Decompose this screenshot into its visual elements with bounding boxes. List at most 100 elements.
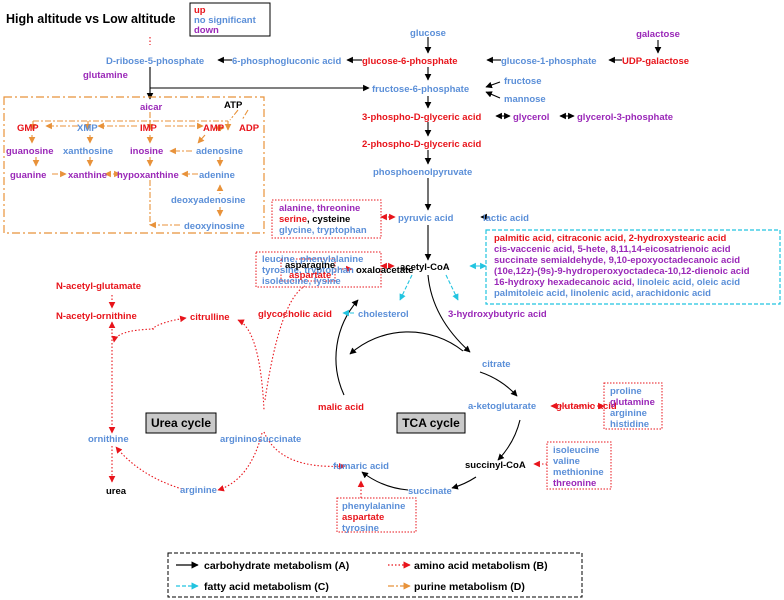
node-citrulline: citrulline: [190, 312, 230, 323]
box-fatty-line6: palmitoleic acid, linolenic acid, arachi…: [494, 288, 711, 299]
purine-aicar: aicar: [140, 102, 162, 113]
legend-carb: carbohydrate metabolism (A): [204, 560, 349, 572]
node-glycocholic: glycocholic acid: [258, 309, 332, 320]
node-glucose: glucose: [410, 28, 446, 39]
node-malic: malic acid: [318, 402, 364, 413]
node-citrate: citrate: [482, 359, 511, 370]
node-glutamic: glutamic acid: [556, 401, 617, 412]
amino-boxes: [255, 199, 663, 533]
purine-inosine: inosine: [130, 146, 163, 157]
box-aa-succoa: [546, 441, 612, 490]
box-aa-acetyl-line3: isoleucine, lysine: [262, 276, 341, 287]
legend-purine: purine metabolism (D): [414, 581, 525, 593]
node-2pga: 2-phospho-D-glyceric acid: [362, 139, 481, 150]
node-nag: N-acetyl-glutamate: [56, 281, 141, 292]
box-aa-akg-line1: proline: [610, 386, 642, 397]
node-glycerol: glycerol: [513, 112, 549, 123]
node-r5p: D-ribose-5-phosphate: [106, 56, 204, 67]
node-oxaloacetate: oxaloacetate: [356, 265, 414, 276]
node-cholesterol: cholesterol: [358, 309, 409, 320]
purine-deoxyinosine: deoxyinosine: [184, 221, 245, 232]
box-aa-pyruvate: [271, 199, 382, 239]
legend-fatty: fatty acid metabolism (C): [204, 581, 329, 593]
purine-deoxyadenosine: deoxyadenosine: [171, 195, 245, 206]
box-aa-succoa-line1: isoleucine: [553, 445, 599, 456]
box-fatty-line4: (10e,12z)-(9s)-9-hydroperoxyoctadeca-10,…: [494, 266, 750, 277]
node-fructose: fructose: [504, 76, 541, 87]
node-6pga: 6-phosphogluconic acid: [232, 56, 341, 67]
box-aa-pyruvate-line2: serine, cysteine: [279, 214, 350, 225]
diagram-title: High altitude vs Low altitude: [6, 12, 176, 26]
box-aa-fumaric-line3: tyrosine: [342, 523, 379, 534]
box-aa-fumaric-line2: aspartate: [342, 512, 384, 523]
purine-guanosine: guanosine: [6, 146, 54, 157]
node-g3p: glycerol-3-phosphate: [577, 112, 673, 123]
box-aa-acetyl: [255, 251, 382, 288]
urea-cycle-box: [145, 412, 217, 434]
box-fatty-line2: cis-vaccenic acid, 5-hete, 8,11,14-eicos…: [494, 244, 731, 255]
purine-xmp: XMP: [77, 123, 98, 134]
box-aa-fumaric-line1: phenylalanine: [342, 501, 405, 512]
purine-hypoxanthine: hypoxanthine: [117, 170, 179, 181]
purine-xanthosine: xanthosine: [63, 146, 113, 157]
purine-xanthine: xanthine: [68, 170, 107, 181]
legend-box: [167, 552, 583, 598]
node-nao: N-acetyl-ornithine: [56, 311, 137, 322]
box-aa-oxalo: [280, 258, 336, 282]
node-fumaric: fumaric acid: [333, 461, 389, 472]
node-pyruvic: pyruvic acid: [398, 213, 454, 224]
key-box: [189, 2, 271, 37]
purine-box: [3, 96, 265, 234]
purine-atp: ATP: [224, 100, 243, 111]
node-ornithine: ornithine: [88, 434, 129, 445]
urea-cycle-label: Urea cycle: [151, 416, 211, 430]
node-acetylcoa: acetyl-CoA: [400, 262, 450, 273]
box-aa-oxalo-line2: aspartate: [289, 270, 331, 281]
tca-cycle-label: TCA cycle: [402, 416, 460, 430]
purine-adenine: adenine: [199, 170, 235, 181]
box-fatty-line5: 16-hydroxy hexadecanoic acid, linoleic a…: [494, 277, 740, 288]
key-up: up: [194, 5, 206, 16]
box-aa-akg-line4: histidine: [610, 419, 649, 430]
purine-amp: AMP: [203, 123, 225, 134]
fatty-arrows: [342, 262, 487, 317]
node-argsucc: argininosuccinate: [220, 434, 301, 445]
node-udpgal: UDP-galactose: [622, 56, 689, 67]
key-down: down: [194, 25, 219, 36]
box-aa-oxalo-line1: asparagine: [285, 260, 335, 271]
purine-guanine: guanine: [10, 170, 46, 181]
node-3pga: 3-phospho-D-glyceric acid: [362, 112, 481, 123]
box-aa-fumaric: [336, 497, 417, 533]
box-aa-akg-line2: glutamine: [610, 397, 655, 408]
node-arginine: arginine: [180, 485, 217, 496]
box-aa-succoa-line2: valine: [553, 456, 580, 467]
node-mannose: mannose: [504, 94, 546, 105]
node-urea: urea: [106, 486, 127, 497]
box-aa-pyruvate-line1: alanine, threonine: [279, 203, 360, 214]
node-succinate: succinate: [408, 486, 452, 497]
tca-cycle-box: [396, 412, 466, 434]
node-lactic: lactic acid: [483, 213, 529, 224]
node-akg: a-ketoglutarate: [468, 401, 536, 412]
legend-amino: amino acid metabolism (B): [414, 560, 548, 572]
carb-arrows: [146, 37, 662, 491]
purine-gmp: GMP: [17, 123, 39, 134]
node-g6p: glucose-6-phosphate: [362, 56, 458, 67]
purine-arrows: [28, 109, 249, 229]
box-aa-acetyl-line1: leucine, phenylalanine: [262, 254, 363, 265]
box-aa-pyruvate-line3: glycine, tryptophan: [279, 225, 367, 236]
purine-adp: ADP: [239, 123, 260, 134]
box-fatty-line3: succinate semialdehyde, 9,10-epoxyoctade…: [494, 255, 740, 266]
key-ns: no significant: [194, 15, 257, 26]
box-aa-acetyl-line2: tyrosine, tryptophan: [262, 265, 354, 276]
node-g1p: glucose-1-phosphate: [501, 56, 597, 67]
node-succoa: succinyl-CoA: [465, 460, 526, 471]
box-fatty-line1: palmitic acid, citraconic acid, 2-hydrox…: [494, 233, 727, 244]
amino-arrows: [108, 37, 605, 498]
box-aa-succoa-line3: methionine: [553, 467, 604, 478]
box-aa-succoa-line4: threonine: [553, 478, 596, 489]
purine-imp: IMP: [140, 123, 158, 134]
node-f6p: fructose-6-phosphate: [372, 84, 469, 95]
